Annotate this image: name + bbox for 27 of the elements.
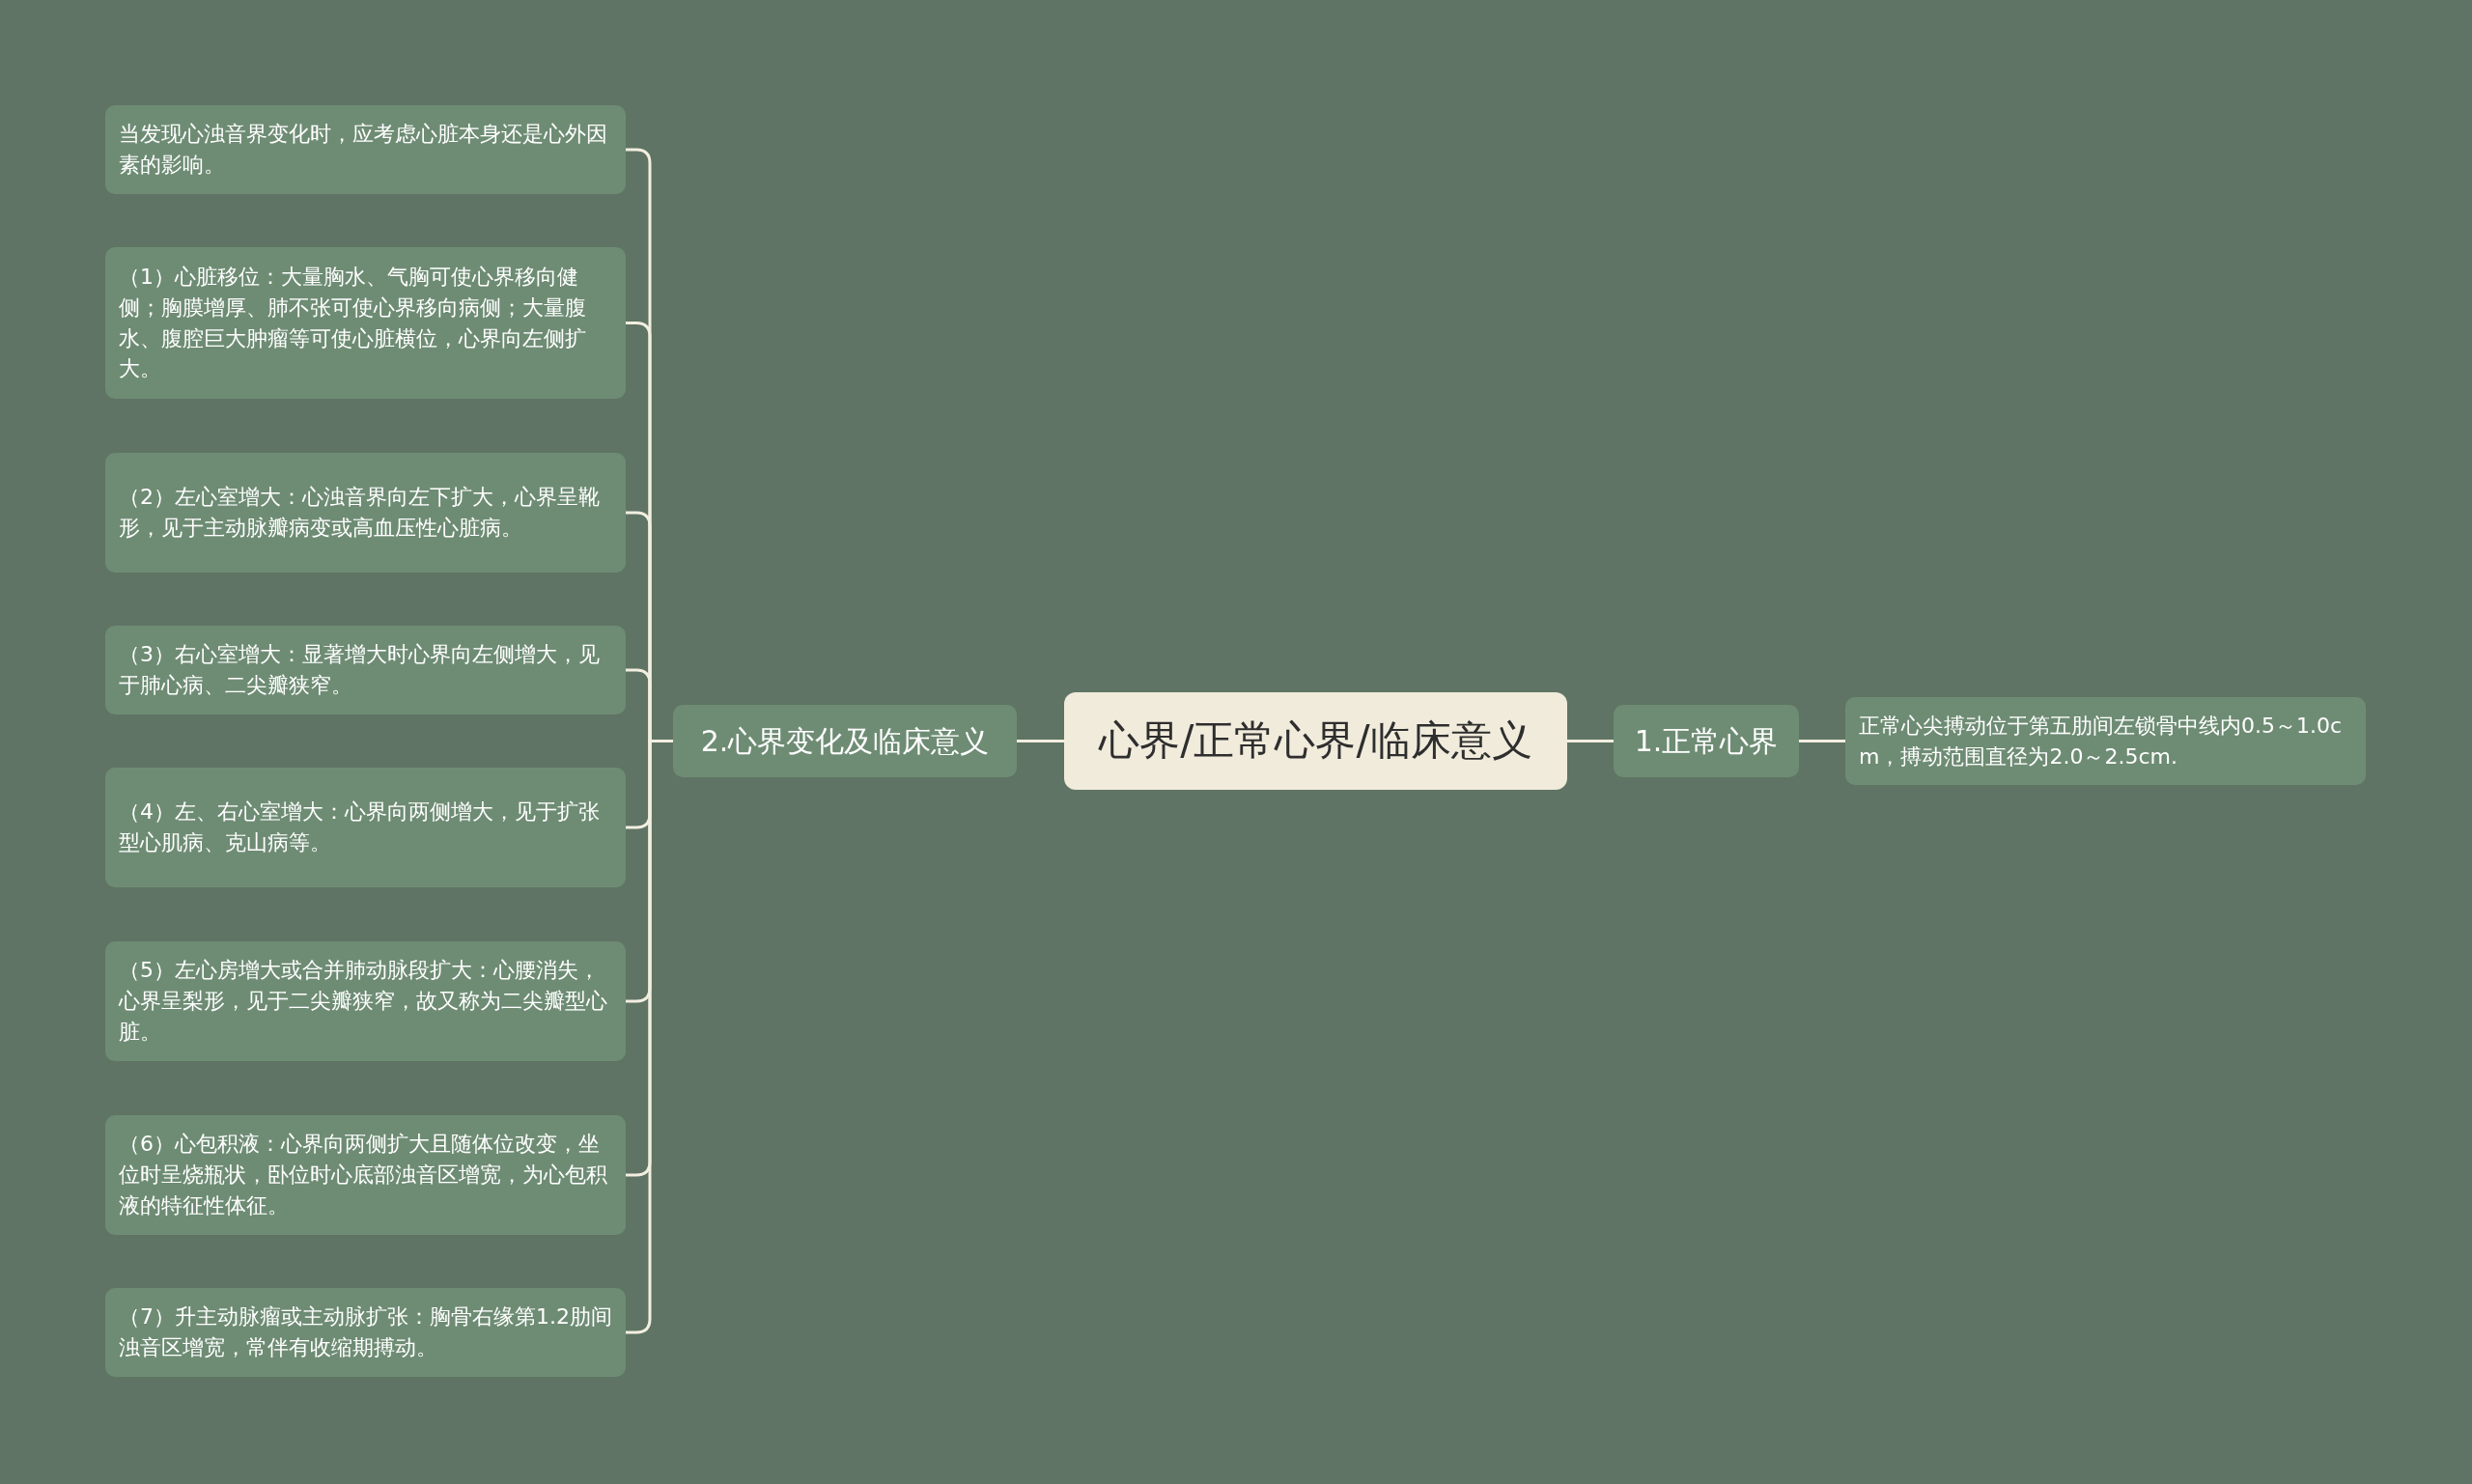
branch-box: [1614, 705, 1799, 777]
connector-line: [1799, 740, 1845, 742]
note-text: （2）左心室增大：心浊音界向左下扩大，心界呈靴形，见于主动脉瓣病变或高血压性心脏病。: [119, 484, 601, 542]
topic-label: 2.心界变化及临床意义: [700, 723, 990, 759]
connector-line: [1017, 740, 1064, 742]
note-text: （6）心包积液：心界向两侧扩大且随体位改变，坐位时呈烧瓶状，卧位时心底部浊音区增宽，为心包积液的特征性体征。: [119, 1131, 608, 1219]
note-text: （7）升主动脉瘤或主动脉扩张：胸骨右缘第1.2肋间浊音区增宽，常伴有收缩期搏动。: [119, 1303, 612, 1361]
branch-box: [673, 705, 1017, 777]
note-box: [105, 105, 626, 194]
note-text: 当发现心浊音界变化时，应考虑心脏本身还是心外因素的影响。: [119, 121, 608, 179]
note-box: [105, 1288, 626, 1377]
note-box: [105, 453, 626, 573]
note-text: （3）右心室增大：显著增大时心界向左侧增大，见于肺心病、二尖瓣狭窄。: [119, 641, 601, 699]
note-box: [1845, 697, 2366, 785]
note-text: （5）左心房增大或合并肺动脉段扩大：心腰消失，心界呈梨形，见于二尖瓣狭窄，故又称为二尖瓣型心脏。: [119, 957, 608, 1046]
note-box: [105, 941, 626, 1061]
note-box: [105, 247, 626, 399]
note-text: （4）左、右心室增大：心界向两侧增大，见于扩张型心肌病、克山病等。: [119, 798, 601, 856]
note-box: [105, 626, 626, 714]
note-box: [105, 768, 626, 887]
note-box: [105, 1115, 626, 1235]
topic-label: 1.正常心界: [1634, 723, 1779, 759]
topic-box: [1064, 692, 1567, 790]
note-text: （1）心脏移位：大量胸水、气胸可使心界移向健侧；胸膜增厚、肺不张可使心界移向病侧；大量腹水、腹腔巨大肿瘤等可使心脏横位，心界向左侧扩大。: [119, 263, 587, 383]
note-text: 正常心尖搏动位于第五肋间左锁骨中线内0.5～1.0cm，搏动范围直径为2.0～2.5cm.: [1859, 712, 2344, 770]
connector-line: [1567, 740, 1614, 742]
topic-label: 心界/正常心界/临床意义: [1099, 716, 1532, 766]
